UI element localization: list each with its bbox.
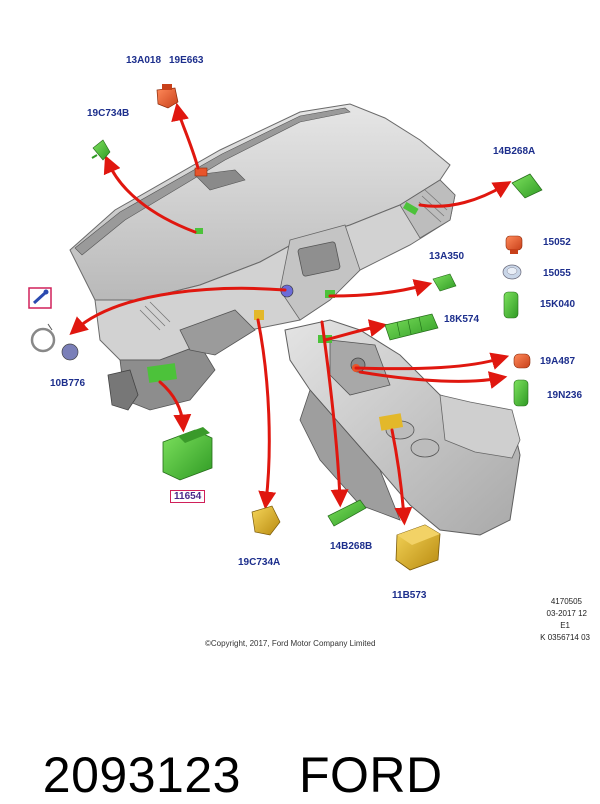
part-15052-holder: [505, 235, 523, 254]
part-label-13A018: 13A018: [126, 55, 162, 66]
caption-part-number: 2093123: [42, 747, 241, 803]
part-label-11654[interactable]: 11654: [170, 490, 206, 503]
part-label-11B573: 11B573: [392, 590, 427, 601]
part-19C734B-sensor: [91, 139, 111, 161]
part-label-13A350: 13A350: [429, 251, 465, 262]
part-13A350-module: [432, 273, 457, 292]
part-label-15052: 15052: [543, 237, 571, 248]
part-18K574-switch: [384, 313, 439, 341]
part-label-15K040: 15K040: [540, 299, 576, 310]
caption-brand: FORD: [298, 747, 443, 803]
caption: 2093123 FORD: [14, 688, 443, 804]
part-label-10B776: 10B776: [50, 378, 86, 389]
part-15055-lens: [502, 264, 522, 280]
wrench-icon: [28, 287, 52, 309]
part-11654-headlamp-switch: [162, 427, 213, 481]
part-14B268B-connector: [327, 499, 367, 527]
part-label-18K574: 18K574: [444, 314, 480, 325]
part-19A487-holder: [513, 353, 531, 369]
part-label-19C734A: 19C734A: [238, 557, 281, 568]
reference-edition: E1: [560, 621, 570, 630]
part-19C734A-sensor: [251, 505, 281, 536]
part-label-15055: 15055: [543, 268, 571, 279]
part-label-19A487: 19A487: [540, 356, 576, 367]
part-10B776-keyring: [30, 323, 79, 361]
dashboard-exploded-diagram: [28, 84, 543, 571]
part-label-19C734B: 19C734B: [87, 108, 130, 119]
part-label-19E663: 19E663: [169, 55, 204, 66]
part-14B268A-connector: [511, 173, 543, 199]
part-19N236-bulb: [513, 379, 529, 407]
part-13A018-clip: [156, 84, 179, 109]
part-15K040-socket: [503, 291, 519, 319]
reference-date: 03-2017 12: [546, 609, 587, 618]
reference-code: K 0356714 03: [540, 633, 590, 642]
part-label-19N236: 19N236: [547, 390, 583, 401]
part-label-14B268A: 14B268A: [493, 146, 536, 157]
part-11B573-module: [395, 524, 441, 571]
callout-arrows: [69, 102, 512, 526]
center-console: [284, 319, 521, 536]
part-label-14B268B: 14B268B: [330, 541, 373, 552]
copyright-notice: ©Copyright, 2017, Ford Motor Company Lim…: [205, 639, 376, 648]
reference-number: 4170505: [550, 597, 582, 606]
